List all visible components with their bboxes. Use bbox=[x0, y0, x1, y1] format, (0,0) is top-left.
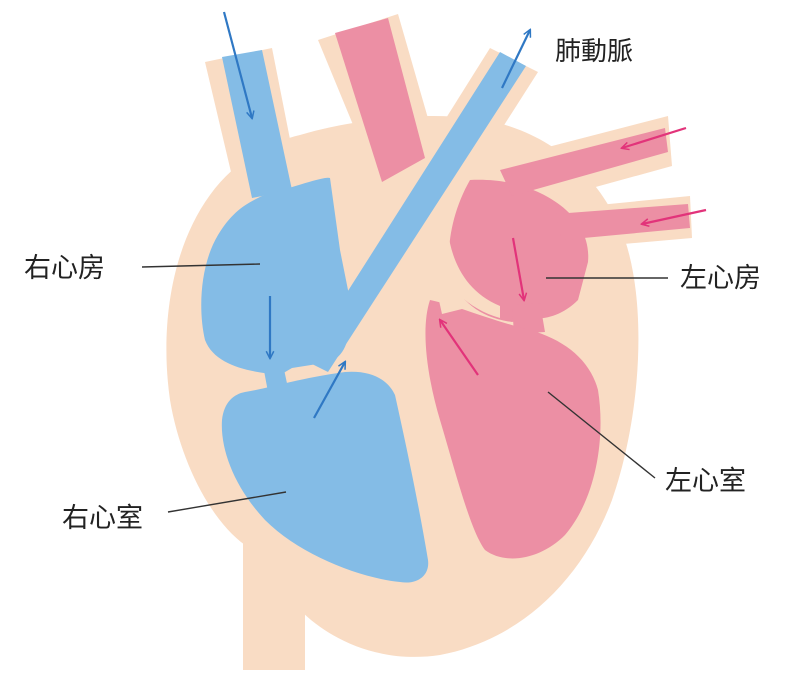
arrow-pulmonary-outflow bbox=[501, 30, 530, 89]
inferior-vena-cava-wall bbox=[243, 520, 305, 670]
flow-arrows bbox=[222, 11, 707, 419]
interatrial-septum bbox=[436, 232, 500, 318]
left-atrium-chamber bbox=[449, 179, 589, 322]
pulmonary-trunk bbox=[304, 52, 526, 372]
label-left-atrium: 左心房 bbox=[680, 263, 761, 294]
arterial-side bbox=[335, 18, 690, 559]
left-ventricle-chamber bbox=[425, 300, 601, 559]
pulmonary-vein-lower bbox=[555, 204, 690, 240]
arrow-pulmonary-vein-lower bbox=[642, 208, 707, 224]
mitral-channel bbox=[512, 303, 545, 334]
labels: 肺動脈 右心房 左心房 左心室 右心室 bbox=[24, 37, 761, 534]
label-left-ventricle: 左心室 bbox=[665, 466, 746, 497]
leader-right-ventricle bbox=[167, 491, 287, 513]
leader-left-ventricle bbox=[547, 391, 656, 479]
valve-ring bbox=[438, 292, 466, 314]
venous-side bbox=[201, 50, 526, 583]
septum bbox=[436, 232, 500, 318]
label-pulmonary-artery: 肺動脈 bbox=[555, 37, 633, 67]
arrow-left-atrium-to-ventricle bbox=[511, 237, 524, 300]
arrow-pulmonary-vein-upper bbox=[622, 126, 687, 148]
label-right-atrium: 右心房 bbox=[24, 253, 105, 284]
right-ventricle-chamber bbox=[221, 371, 429, 583]
label-right-ventricle: 右心室 bbox=[62, 503, 143, 534]
leader-right-atrium bbox=[141, 263, 261, 268]
superior-vena-cava bbox=[222, 50, 292, 198]
arrow-left-ventricle-outflow bbox=[440, 320, 479, 376]
leader-lines bbox=[141, 263, 668, 513]
arrow-into-superior-vena-cava bbox=[222, 11, 252, 118]
tricuspid-channel bbox=[262, 360, 288, 392]
right-atrium-chamber bbox=[201, 177, 351, 375]
aorta bbox=[335, 18, 425, 182]
arrow-ventricle-to-pulmonary bbox=[313, 362, 345, 419]
